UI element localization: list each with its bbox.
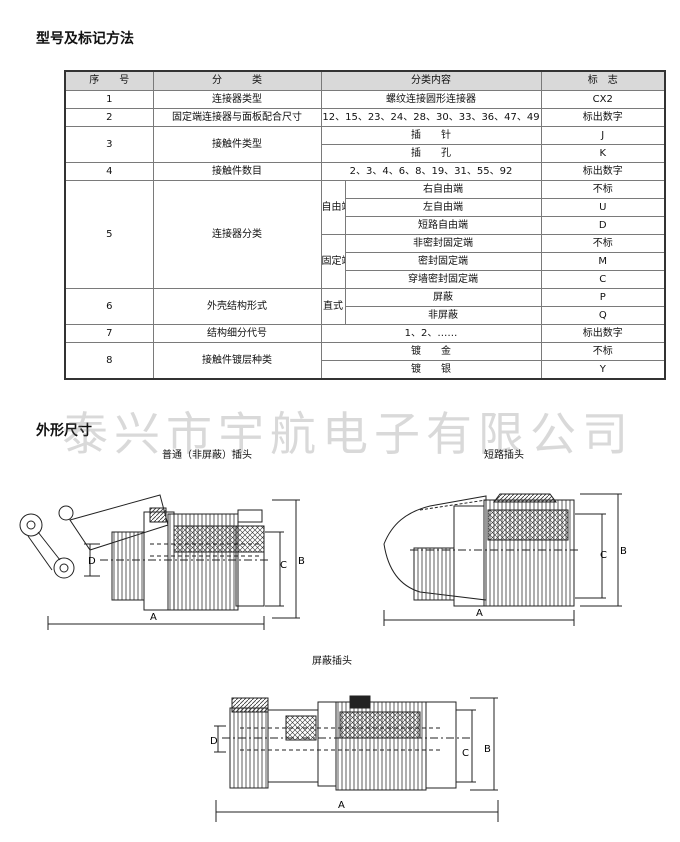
caption-normal-plug: 普通（非屏蔽）插头 [162,450,252,461]
table-row: 8 接触件镀层种类 镀 金 不标 [64,342,666,380]
row-mark: Y [540,360,666,380]
row-content: 12、15、23、24、28、30、33、36、47、49 [320,108,542,127]
row-mark: 标出数字 [540,108,666,127]
row-no: 6 [64,288,154,325]
table-row: 2 固定端连接器与面板配合尺寸 12、15、23、24、28、30、33、36、… [64,108,666,127]
normal-plug-drawing [19,494,300,630]
row-no: 8 [64,342,154,380]
table-header-row: 序 号 分 类 分类内容 标 志 [64,70,666,91]
row-group-straight: 直式 [320,288,346,325]
row-mark: K [540,144,666,163]
header-category: 分 类 [152,70,322,91]
caption-short-plug: 短路插头 [484,450,524,461]
dim-a-1: A [150,612,157,623]
company-watermark: 泰兴市宇航电子有限公司 [62,407,634,461]
table-row: 镀 银 Y [65,360,666,380]
row-no: 4 [64,162,154,181]
row-content: 短路自由端 [344,216,542,235]
row-category: 结构细分代号 [152,324,322,343]
dim-c-1: C [280,560,287,571]
row-mark: 不标 [540,234,666,253]
row-content: 镀 金 [320,342,542,361]
row-category: 连接器分类 [152,180,322,289]
row-mark: U [540,198,666,217]
table-row: 密封固定端 M [65,252,666,271]
short-plug-drawing [383,493,622,626]
row-content: 左自由端 [344,198,542,217]
row-content: 非密封固定端 [344,234,542,253]
row-mark: M [540,252,666,271]
row-no: 2 [64,108,154,127]
row-mark: 标出数字 [540,324,666,343]
row-mark: 不标 [540,342,666,361]
row-mark: CX2 [540,90,666,109]
row-no: 3 [64,126,154,163]
dim-d-3: D [210,736,218,747]
dim-c-3: C [462,748,469,759]
row-content: 2、3、4、6、8、19、31、55、92 [320,162,542,181]
row-content: 插 针 [320,126,542,145]
dim-b-3: B [484,744,491,755]
row-content: 非屏蔽 [344,306,542,325]
table-row: 3 接触件类型 插 针 J [64,126,666,163]
row-mark: J [540,126,666,145]
table-row: 1 连接器类型 螺纹连接圆形连接器 CX2 [64,90,666,109]
row-category: 固定端连接器与面板配合尺寸 [152,108,322,127]
table-row: 4 接触件数目 2、3、4、6、8、19、31、55、92 标出数字 [64,162,666,181]
dim-b-1: B [298,556,305,567]
row-group-free: 自由端 [320,180,346,235]
row-group-fixed: 固定端 [320,234,346,289]
row-mark: 不标 [540,180,666,199]
header-no: 序 号 [64,70,154,91]
table-row: 左自由端 U [65,198,666,217]
header-mark: 标 志 [540,70,666,91]
row-content: 1、2、…… [320,324,542,343]
row-no: 7 [64,324,154,343]
row-category: 连接器类型 [152,90,322,109]
row-mark: 标出数字 [540,162,666,181]
table-row: 非屏蔽 Q [65,306,666,325]
section-title-dimensions: 外形尺寸 [36,423,92,439]
header-content: 分类内容 [320,70,542,91]
dim-b-2: B [620,546,627,557]
row-category: 外壳结构形式 [152,288,322,325]
dim-a-2: A [476,608,483,619]
row-content: 穿墙密封固定端 [344,270,542,289]
row-content: 密封固定端 [344,252,542,271]
dim-d-1: D [88,556,96,567]
table-row: 插 孔 K [65,144,666,163]
marking-table: 序 号 分 类 分类内容 标 志 1 连接器类型 螺纹连接圆形连接器 CX2 2… [64,70,666,380]
dimension-drawings: A B C D A B C A B C D [19,493,627,822]
row-no: 5 [64,180,154,289]
row-content: 屏蔽 [344,288,542,307]
row-mark: C [540,270,666,289]
row-category: 接触件数目 [152,162,322,181]
row-mark: P [540,288,666,307]
row-mark: Q [540,306,666,325]
row-category: 接触件镀层种类 [152,342,322,380]
row-mark: D [540,216,666,235]
dim-c-2: C [600,550,607,561]
row-content: 螺纹连接圆形连接器 [320,90,542,109]
row-content: 镀 银 [320,360,542,380]
table-row: 5 连接器分类 自由端 右自由端 不标 [64,180,666,289]
row-content: 插 孔 [320,144,542,163]
caption-shield-plug: 屏蔽插头 [312,656,352,667]
table-row: 6 外壳结构形式 直式 屏蔽 P [64,288,666,325]
row-content: 右自由端 [344,180,542,199]
row-no: 1 [64,90,154,109]
dim-a-3: A [338,800,345,811]
table-row: 7 结构细分代号 1、2、…… 标出数字 [64,324,666,343]
row-category: 接触件类型 [152,126,322,163]
section-title-marking: 型号及标记方法 [36,31,134,47]
shield-plug-drawing [214,695,499,822]
